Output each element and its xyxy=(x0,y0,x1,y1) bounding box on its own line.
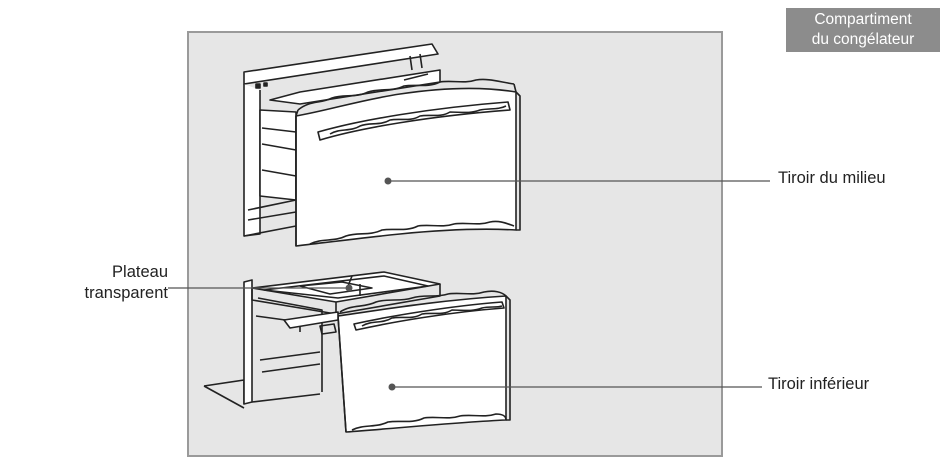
label-bottom-drawer: Tiroir inférieur xyxy=(768,375,870,393)
label-transparent-tray: Plateau transparent xyxy=(14,262,168,304)
callout-bottom-drawer xyxy=(388,383,762,391)
badge-line-2: du congélateur xyxy=(811,31,915,48)
bottom-drawer xyxy=(203,271,511,433)
label-tray-line-2: transparent xyxy=(84,284,168,302)
badge-line-1: Compartiment xyxy=(814,11,912,28)
callout-middle-drawer xyxy=(384,177,770,185)
middle-drawer xyxy=(243,43,521,247)
freezer-compartment-badge: Compartiment du congélateur xyxy=(786,8,940,52)
label-tray-line-1: Plateau xyxy=(112,263,168,281)
label-middle-drawer: Tiroir du milieu xyxy=(778,169,886,187)
callout-tray xyxy=(168,284,353,292)
